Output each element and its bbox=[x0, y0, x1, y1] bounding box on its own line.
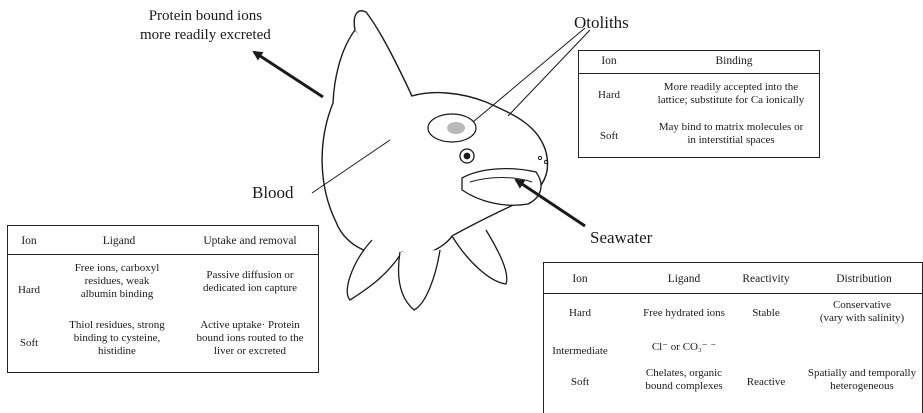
seawater-row-intermediate-ligand: Cl⁻ or CO₃⁻ ⁻ bbox=[632, 341, 736, 354]
blood-header-uptake: Uptake and removal bbox=[184, 235, 316, 247]
otolith-header-ion: Ion bbox=[589, 55, 629, 67]
seawater-row-soft-ion: Soft bbox=[550, 376, 610, 389]
seawater-row-soft-reactivity: Reactive bbox=[734, 376, 798, 389]
seawater-row-intermediate-ion: Intermediate bbox=[544, 345, 616, 358]
blood-header-rule bbox=[8, 254, 318, 255]
seawater-label: Seawater bbox=[590, 228, 652, 248]
seawater-header-rule bbox=[544, 293, 922, 294]
seawater-row-soft-ligand: Chelates, organic bound complexes bbox=[632, 367, 736, 393]
otolith-row-soft-binding: May bind to matrix molecules or in inter… bbox=[647, 121, 815, 147]
blood-table: Ion Ligand Uptake and removal Hard Free … bbox=[7, 225, 319, 373]
fish-body bbox=[322, 30, 548, 255]
seawater-row-soft-distribution: Spatially and temporally heterogeneous bbox=[796, 367, 923, 393]
seawater-table: Ion Ligand Reactivity Distribution Hard … bbox=[543, 262, 923, 413]
blood-row-hard-ion: Hard bbox=[10, 284, 48, 297]
seawater-row-hard-ion: Hard bbox=[550, 307, 610, 320]
seawater-row-hard-reactivity: Stable bbox=[734, 307, 798, 320]
blood-row-hard-uptake: Passive diffusion or dedicated ion captu… bbox=[182, 269, 318, 295]
otolith-row-hard-binding: More readily accepted into the lattice; … bbox=[647, 81, 815, 107]
blood-header-ligand: Ligand bbox=[60, 235, 178, 247]
otolith-header-rule bbox=[579, 73, 819, 74]
otolith-row-soft-ion: Soft bbox=[589, 130, 629, 143]
excretion-arrow bbox=[254, 52, 323, 97]
seawater-row-hard-ligand: Free hydrated ions bbox=[632, 307, 736, 320]
blood-row-soft-uptake: Active uptake· Protein bound ions routed… bbox=[182, 319, 318, 358]
fish-fin-left bbox=[347, 240, 402, 300]
otoliths-label: Otoliths bbox=[574, 13, 629, 33]
blood-header-ion: Ion bbox=[10, 235, 48, 247]
otolith-leader-1 bbox=[473, 28, 585, 122]
seawater-row-hard-distribution: Conservative (vary with salinity) bbox=[796, 299, 923, 325]
blood-row-soft-ion: Soft bbox=[10, 337, 48, 350]
fish-fin-mid bbox=[399, 250, 440, 310]
otolith-header-binding: Binding bbox=[649, 55, 819, 67]
protein-label: Protein bound ions more readily excreted bbox=[140, 7, 271, 45]
fish-fin-right bbox=[452, 230, 507, 284]
protein-label-line-1: Protein bound ions bbox=[140, 7, 271, 26]
seawater-header-ion: Ion bbox=[550, 273, 610, 285]
blood-label: Blood bbox=[252, 183, 294, 203]
protein-label-line-2: more readily excreted bbox=[140, 26, 271, 45]
blood-row-soft-ligand: Thiol residues, strong binding to cystei… bbox=[54, 319, 180, 358]
seawater-header-distribution: Distribution bbox=[806, 273, 922, 285]
otolith-table: Ion Binding Hard More readily accepted i… bbox=[578, 50, 820, 158]
seawater-header-ligand: Ligand bbox=[634, 273, 734, 285]
seawater-header-reactivity: Reactivity bbox=[734, 273, 798, 285]
blood-row-hard-ligand: Free ions, carboxyl residues, weak album… bbox=[54, 262, 180, 301]
otolith-row-hard-ion: Hard bbox=[589, 89, 629, 102]
